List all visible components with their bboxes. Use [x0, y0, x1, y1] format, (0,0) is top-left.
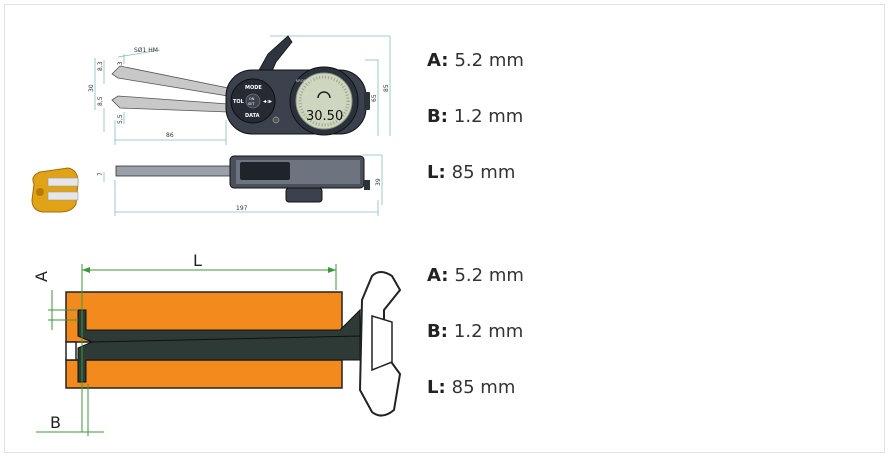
caliper-technical-drawing: SØ1 HM 8,3 5,3 30 8,5 5,5 86 65 85 7 39 …: [31, 35, 391, 216]
tol-button[interactable]: TOL: [233, 99, 245, 105]
spec-b-bottom: B:1.2 mm: [427, 320, 524, 376]
spec-key: L:: [427, 162, 446, 183]
caliper-arms: [111, 35, 293, 113]
spec-value: 1.2 mm: [453, 106, 524, 127]
center-set-button[interactable]: [245, 93, 261, 109]
caliper-body: 30.50 ON SET MODE TOL DATA ◂◃▸ KROEPLIN: [225, 66, 370, 136]
caliper-arm-upper: [77, 308, 361, 343]
dim-tip-label: SØ1 HM: [134, 47, 158, 54]
spec-list-top: A:5.2 mm B:1.2 mm L:85 mm: [427, 49, 524, 217]
spec-l-bottom: L:85 mm: [427, 376, 524, 432]
dim-30: 30: [88, 84, 95, 92]
spec-list-bottom: A:5.2 mm B:1.2 mm L:85 mm: [427, 264, 524, 432]
spec-b-top: B:1.2 mm: [427, 105, 524, 161]
spec-value: 5.2 mm: [454, 50, 524, 71]
data-button[interactable]: DATA: [245, 113, 260, 119]
label-b: B: [50, 413, 61, 432]
gold-tip-insert-image: [31, 167, 79, 213]
dim-7: 7: [97, 172, 104, 176]
dim-8-3: 8,3: [97, 61, 104, 71]
label-a: A: [32, 271, 51, 282]
mode-button[interactable]: MODE: [245, 85, 262, 91]
caliper-side-view: [115, 155, 370, 203]
dim-39: 39: [375, 178, 382, 186]
workpiece-bottom: [65, 359, 343, 389]
dim-85: 85: [383, 84, 390, 92]
spec-value: 85 mm: [451, 162, 516, 183]
spec-key: B:: [427, 106, 448, 127]
spec-l-top: L:85 mm: [427, 161, 524, 217]
dim-197: 197: [236, 205, 248, 212]
caliper-arm-lower: [77, 335, 361, 383]
spec-a-top: A:5.2 mm: [427, 49, 524, 105]
spec-a-bottom: A:5.2 mm: [427, 264, 524, 320]
power-icon: [272, 116, 280, 124]
brand-label: KROEPLIN: [296, 79, 314, 83]
spec-value: 5.2 mm: [454, 265, 524, 286]
spec-key: B:: [427, 321, 448, 342]
spec-value: 85 mm: [451, 377, 516, 398]
arrow-button-right[interactable]: ◂◃▸: [263, 98, 272, 105]
dim-8-5: 8,5: [97, 96, 104, 106]
spec-value: 1.2 mm: [453, 321, 524, 342]
measurement-schematic: A B L: [32, 251, 402, 436]
display-reading: 30.50: [306, 109, 343, 124]
center-set-label: SET: [248, 102, 255, 106]
dim-5-5: 5,5: [117, 114, 124, 124]
label-l: L: [193, 251, 202, 270]
spec-key: A:: [427, 265, 449, 286]
dim-65: 65: [371, 94, 378, 102]
spec-key: A:: [427, 50, 449, 71]
center-on-label: ON: [249, 97, 255, 101]
dim-86: 86: [166, 132, 174, 139]
spec-key: L:: [427, 377, 446, 398]
